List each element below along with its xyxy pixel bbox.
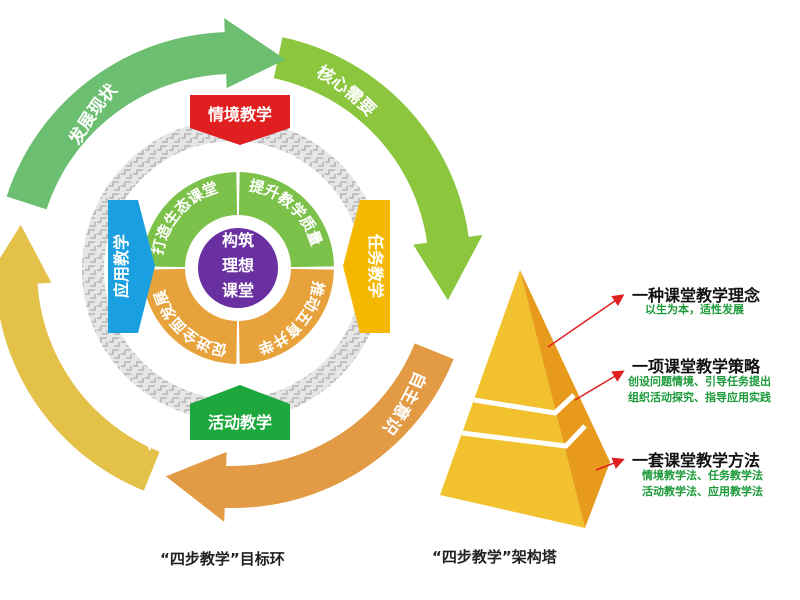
box-applied-teaching xyxy=(108,200,155,333)
inner-segment-quality xyxy=(238,172,334,268)
inner-segment-five-education xyxy=(238,268,334,364)
pyramid xyxy=(440,270,610,528)
arrow-self-awareness xyxy=(165,343,454,522)
level-3-title: 一套课堂教学方法 xyxy=(632,451,761,470)
pyramid-caption: “四步教学”架构塔 xyxy=(432,548,557,566)
level-3-line-1: 情境教学法、任务教学法 xyxy=(642,469,763,482)
box-label-activity: 活动教学 xyxy=(208,413,272,432)
pyramid-side-face xyxy=(520,270,610,528)
arrow-core-need xyxy=(273,37,483,301)
inner-segment-eco-classroom xyxy=(142,172,238,268)
center-line-3: 课堂 xyxy=(222,281,254,300)
box-situational-teaching xyxy=(190,95,290,145)
box-task-teaching xyxy=(343,200,390,333)
box-label-situational: 情境教学 xyxy=(208,105,272,124)
pyramid-front-face xyxy=(440,270,585,528)
pointer-arrow-1 xyxy=(547,294,625,348)
level-2-line-1: 创设问题情境、引导任务提出 xyxy=(628,375,771,388)
arrow-individual-development xyxy=(0,224,160,491)
level-3-line-2: 活动教学法、应用教学法 xyxy=(642,485,763,498)
pointer-arrow-3 xyxy=(595,457,625,471)
level-2-line-2: 组织活动探究、指导应用实践 xyxy=(628,391,771,404)
pyramid-divider-1 xyxy=(473,393,576,416)
level-1-title: 一种课堂教学理念 xyxy=(632,286,761,305)
ring-caption: “四步教学”目标环 xyxy=(160,550,285,568)
box-label-applied: 应用教学 xyxy=(112,234,131,298)
center-circle xyxy=(198,228,278,308)
center-line-1: 构筑 xyxy=(222,231,254,250)
pyramid-divider-2 xyxy=(461,424,587,449)
box-activity-teaching xyxy=(190,385,290,440)
level-2-title: 一项课堂教学策略 xyxy=(632,357,761,376)
box-label-task: 任务教学 xyxy=(366,233,385,298)
inner-segment-overall-development xyxy=(142,268,238,364)
center-line-2: 理想 xyxy=(222,256,254,275)
level-1-line-1: 以生为本，适性发展 xyxy=(645,303,744,316)
arrow-development-status xyxy=(6,18,286,210)
pointer-arrow-2 xyxy=(574,370,625,401)
